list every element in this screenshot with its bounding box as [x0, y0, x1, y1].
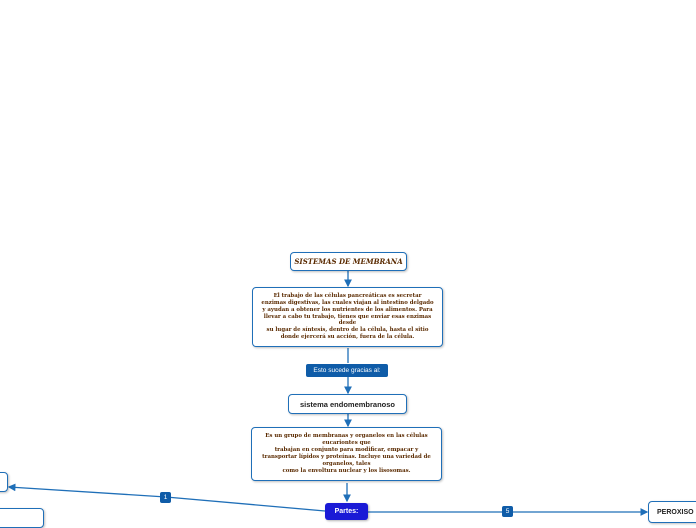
definition-node[interactable]: Es un grupo de membranas y organelos en … — [251, 427, 442, 481]
definition-line: eucariontes que — [322, 440, 371, 447]
endomembrane-node[interactable]: sistema endomembranoso — [288, 394, 407, 414]
connector-label-text: Esto sucede gracias al: — [313, 367, 381, 374]
parts-text: Partes: — [334, 508, 359, 515]
description-line: donde ejercerá su acción, fuera de la cé… — [280, 334, 415, 341]
left-partial-node-lower[interactable] — [0, 508, 44, 528]
branch-count-badge-right[interactable]: 5 — [502, 506, 513, 517]
definition-line: trabajan en conjunto para modificar, emp… — [274, 447, 419, 454]
peroxisome-text: PEROXISO — [657, 508, 694, 516]
definition-line: como la envoltura nuclear y los lisosoma… — [282, 467, 411, 474]
branch-count-badge-left[interactable]: 1 — [160, 492, 171, 503]
title-text: SISTEMAS DE MEMBRANA — [294, 257, 403, 266]
title-node[interactable]: SISTEMAS DE MEMBRANA — [290, 252, 407, 271]
description-line: llevar a cabo tu trabajo, tienes que env… — [263, 313, 432, 320]
description-line: y ayudan a obtener los nutrientes de los… — [262, 306, 433, 313]
definition-line: Es un grupo de membranas y organelos en … — [265, 433, 428, 440]
badge-left-text: 1 — [163, 494, 168, 501]
badge-right-text: 5 — [505, 508, 510, 515]
connector-label[interactable]: Esto sucede gracias al: — [306, 364, 388, 377]
description-line: El trabajo de las células pancreáticas e… — [273, 292, 422, 299]
parts-node[interactable]: Partes: — [325, 503, 368, 520]
description-line: enzimas digestivas, las cuales viajan al… — [261, 299, 434, 306]
definition-line: organelos, tales — [322, 460, 371, 467]
description-line: desde — [338, 320, 357, 327]
endomembrane-text: sistema endomembranoso — [299, 399, 396, 409]
description-node[interactable]: El trabajo de las células pancreáticas e… — [252, 287, 443, 347]
description-line: su lugar de síntesis, dentro de la célul… — [266, 327, 429, 334]
left-partial-node[interactable] — [0, 472, 8, 492]
definition-line: transportar lípidos y proteínas. Incluye… — [262, 454, 431, 460]
